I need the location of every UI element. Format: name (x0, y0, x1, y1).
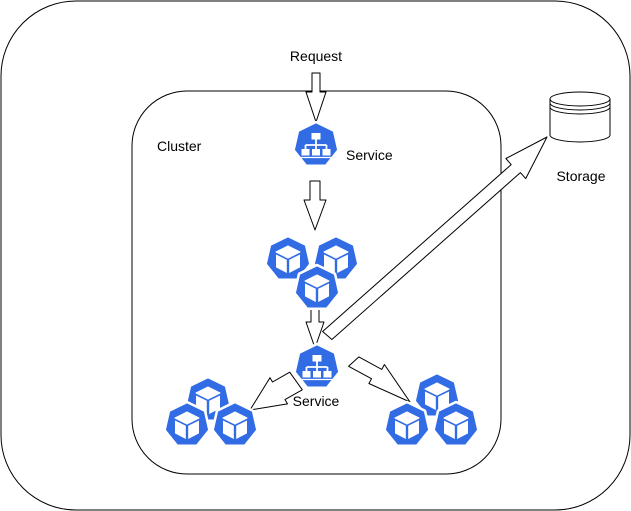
arrow-service-to-pods (303, 180, 327, 231)
pod-icon (211, 400, 259, 447)
cluster-label: Cluster (157, 138, 202, 154)
pod-icon (383, 400, 431, 447)
service-bottom-label: Service (293, 393, 340, 409)
pod-icon (432, 400, 480, 447)
arrow-service-to-left-pods (249, 371, 303, 411)
arrow-service-to-storage (322, 136, 548, 340)
pod-icon (163, 400, 211, 447)
arrow-request-to-service (305, 72, 327, 123)
service-top-icon (292, 120, 340, 167)
request-label: Request (290, 48, 342, 64)
storage-icon (549, 91, 611, 143)
service-top-label: Service (346, 147, 393, 163)
storage-label: Storage (556, 168, 605, 184)
pod-icon (293, 263, 341, 310)
service-bottom-icon (293, 342, 341, 389)
arrow-service-to-right-pods (348, 356, 411, 403)
